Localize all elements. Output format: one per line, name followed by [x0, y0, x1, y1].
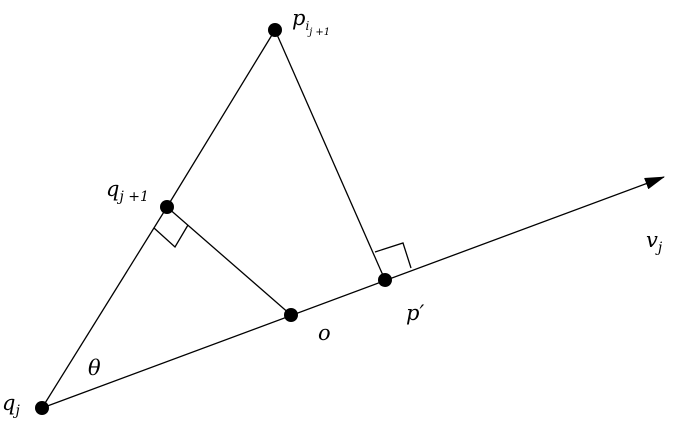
point-q-next: [160, 200, 174, 214]
label-p-prime: p′: [406, 301, 424, 325]
label-q-next: qj +1: [106, 177, 149, 205]
label-v-j: vj: [646, 228, 663, 256]
point-q-j: [35, 401, 49, 415]
right-angle-marker-qnext: [153, 224, 189, 249]
segment-qnext-ptop: [166, 29, 276, 208]
point-p-prime: [378, 273, 392, 287]
ray-vj: [41, 176, 665, 409]
segment-ptop-pprime: [274, 29, 386, 281]
segment-qnext-o: [166, 206, 292, 316]
segment-qj-qnext: [41, 206, 168, 409]
label-o: o: [318, 321, 331, 345]
point-o: [284, 308, 298, 322]
label-q-j: qj: [2, 391, 20, 419]
label-theta: θ: [88, 356, 101, 380]
point-p-top: [268, 23, 282, 37]
label-p-top: pij+1: [292, 6, 330, 38]
right-angle-marker-pprime: [374, 242, 412, 269]
